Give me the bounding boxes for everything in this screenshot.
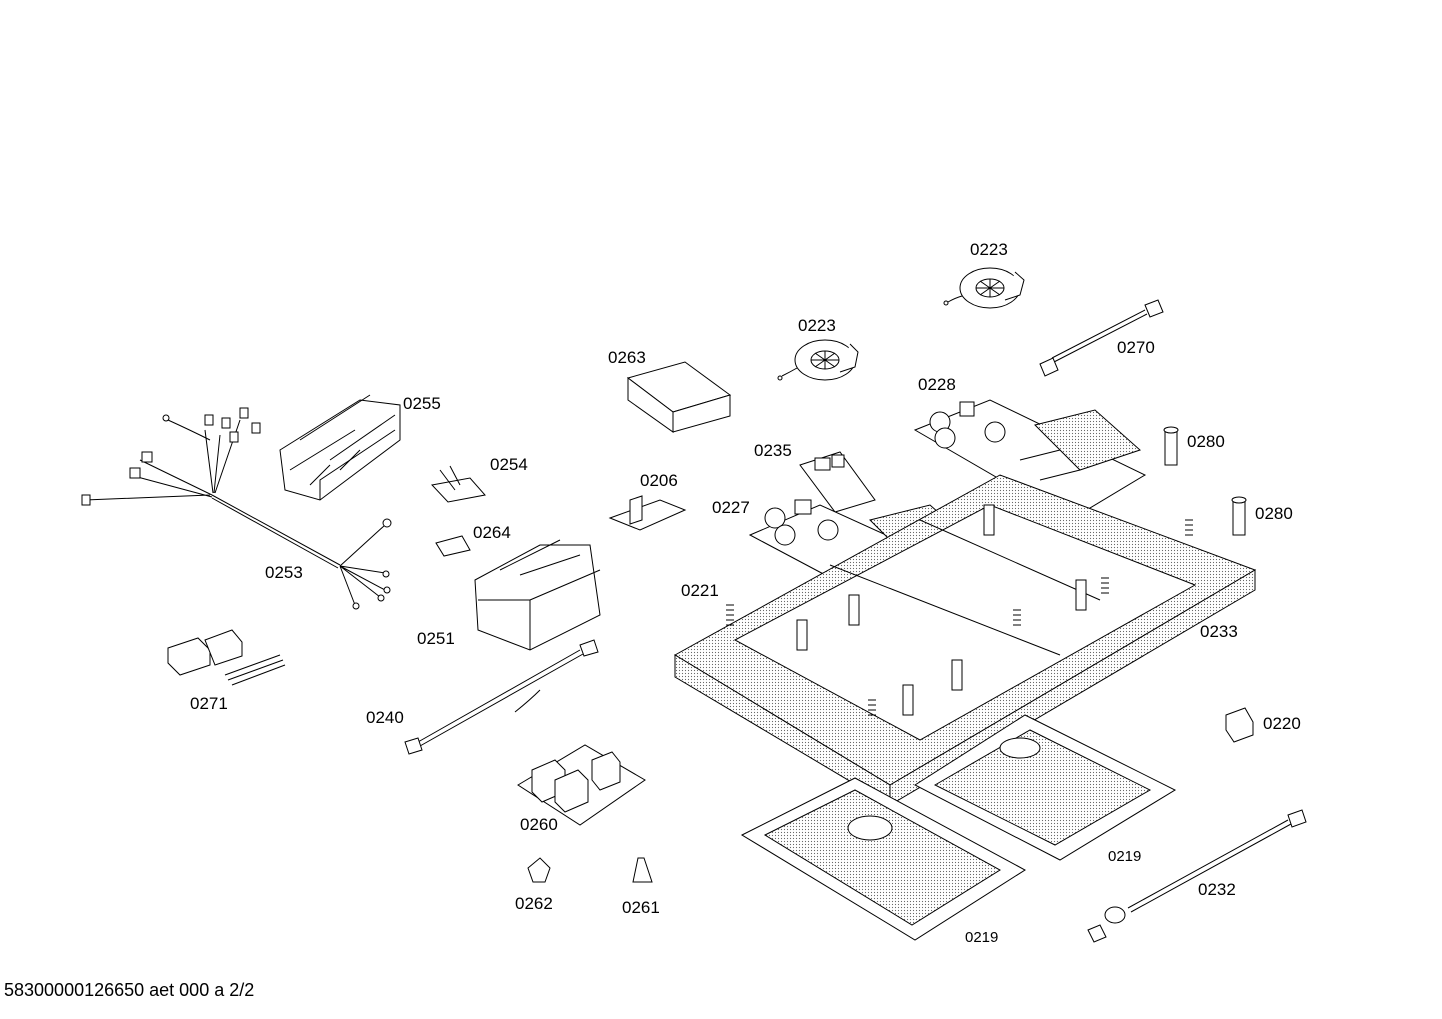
document-footer: 58300000126650 aet 000 a 2/2 <box>4 980 255 1000</box>
part-label-0253: 0253 <box>265 563 303 582</box>
part-label-0233: 0233 <box>1200 622 1238 641</box>
part-label-0228: 0228 <box>918 375 956 394</box>
part-label-0219-right: 0219 <box>1108 848 1142 865</box>
housing-0255 <box>279 394 401 501</box>
part-label-0271: 0271 <box>190 694 228 713</box>
part-label-0280-b: 0280 <box>1255 504 1293 523</box>
frame-0233 <box>674 474 1257 806</box>
foot-0261 <box>632 857 653 883</box>
spacer-0280-a <box>1163 426 1179 466</box>
part-label-0223: 0223 <box>798 316 836 335</box>
part-label-0261: 0261 <box>622 898 660 917</box>
tray-0219-right <box>913 714 1177 861</box>
tray-0219-left <box>740 777 1026 941</box>
part-label-0254: 0254 <box>490 455 528 474</box>
fan-0223 <box>777 339 859 381</box>
part-label-0219-left: 0219 <box>965 929 999 946</box>
cable-0232 <box>1087 809 1307 943</box>
part-label-0235: 0235 <box>754 441 792 460</box>
fan-0223-top <box>943 267 1025 309</box>
part-label-0264: 0264 <box>473 523 511 542</box>
cover-box-0263 <box>626 361 732 433</box>
pcb-0235 <box>799 451 876 513</box>
connector-0264 <box>435 535 471 557</box>
part-label-0227: 0227 <box>712 498 750 517</box>
terminal-block-0271 <box>167 629 286 686</box>
clip-0220 <box>1225 707 1254 743</box>
part-label-0206: 0206 <box>640 471 678 490</box>
part-label-0255: 0255 <box>403 394 441 413</box>
cable-0270 <box>1039 299 1164 377</box>
part-label-0223-top: 0223 <box>970 240 1008 259</box>
part-label-0251: 0251 <box>417 629 455 648</box>
foot-0262 <box>527 857 551 883</box>
bracket-0206 <box>608 495 687 531</box>
part-label-0263: 0263 <box>608 348 646 367</box>
part-label-0270: 0270 <box>1117 338 1155 357</box>
part-label-0232: 0232 <box>1198 880 1236 899</box>
springs-0221 <box>726 519 1193 716</box>
part-label-0220: 0220 <box>1263 714 1301 733</box>
housing-0251 <box>474 539 601 651</box>
power-board-0228 <box>913 399 1147 521</box>
cable-0240 <box>404 639 599 755</box>
part-label-0262: 0262 <box>515 894 553 913</box>
standoffs <box>796 504 1087 716</box>
part-label-0260: 0260 <box>520 815 558 834</box>
filter-board-0260 <box>517 744 646 826</box>
part-label-0240: 0240 <box>366 708 404 727</box>
part-label-0280-a: 0280 <box>1187 432 1225 451</box>
clip-0254 <box>431 465 486 503</box>
wiring-harness-0253 <box>81 407 392 610</box>
spacer-0280-b <box>1231 496 1247 536</box>
part-label-0221: 0221 <box>681 581 719 600</box>
